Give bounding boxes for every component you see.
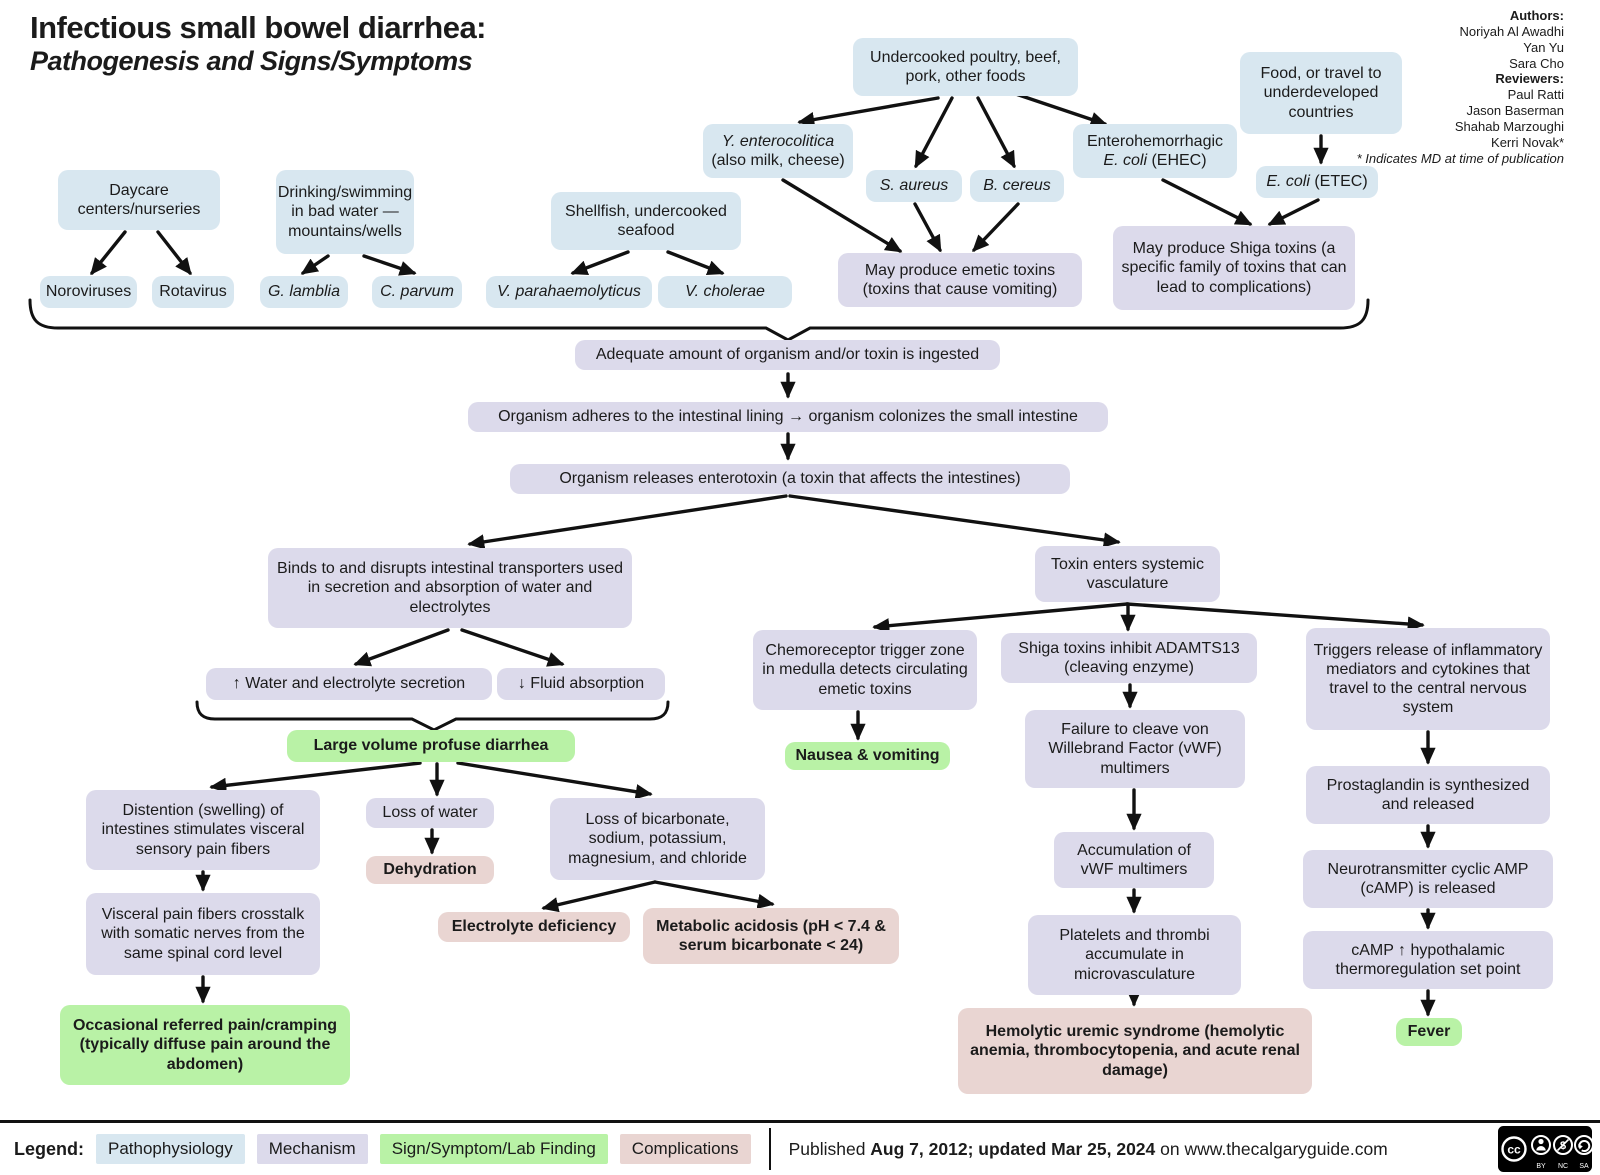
author: Noriyah Al Awadhi: [1459, 23, 1564, 39]
svg-text:BY: BY: [1536, 1163, 1546, 1170]
md-note: * Indicates MD at time of publication: [1356, 150, 1564, 166]
reviewer: Jason Baserman: [1466, 103, 1564, 119]
node-visceral-crosstalk: Visceral pain fibers crosstalk with soma…: [86, 893, 320, 975]
node-shiga-toxins: May produce Shiga toxins (a specific fam…: [1113, 226, 1355, 310]
node-noroviruses: Noroviruses: [40, 276, 137, 308]
node-fluid-absorption: ↓ Fluid absorption: [497, 668, 665, 700]
node-v-cholerae: V. cholerae: [658, 276, 792, 308]
node-nausea-vomiting: Nausea & vomiting: [785, 742, 950, 770]
credits-block: Authors: Noriyah Al Awadhi Yan Yu Sara C…: [1344, 8, 1564, 167]
node-chemoreceptor: Chemoreceptor trigger zone in medulla de…: [753, 630, 977, 710]
node-adheres-colonizes: Organism adheres to the intestinal linin…: [468, 402, 1108, 432]
node-camp-released: Neurotransmitter cyclic AMP (cAMP) is re…: [1303, 850, 1553, 908]
published-line: Published Aug 7, 2012; updated Mar 25, 2…: [788, 1138, 1388, 1159]
node-v-parahaemolyticus: V. parahaemolyticus: [486, 276, 652, 308]
legend-bar: Legend: Pathophysiology Mechanism Sign/S…: [0, 1120, 1600, 1175]
node-hemolytic-uremic-syndrome: Hemolytic uremic syndrome (hemolytic ane…: [958, 1008, 1312, 1094]
node-toxin-vasculature: Toxin enters systemic vasculature: [1035, 546, 1220, 602]
node-water-secretion: ↑ Water and electrolyte secretion: [206, 668, 492, 700]
node-loss-bicarbonate: Loss of bicarbonate, sodium, potassium, …: [550, 798, 765, 880]
node-s-aureus: S. aureus: [866, 170, 962, 202]
node-binds-transporters: Binds to and disrupts intestinal transpo…: [268, 548, 632, 628]
node-shellfish: Shellfish, undercooked seafood: [551, 192, 741, 250]
node-adequate-ingested: Adequate amount of organism and/or toxin…: [575, 340, 1000, 370]
node-y-enterocolitica: Y. enterocolitica (also milk, cheese): [703, 124, 853, 178]
node-distention: Distention (swelling) of intestines stim…: [86, 790, 320, 870]
legend-label: Legend:: [14, 1138, 84, 1159]
node-etec: E. coli (ETEC): [1256, 166, 1378, 198]
node-c-parvum: C. parvum: [372, 276, 462, 308]
legend-item-pathophysiology: Pathophysiology: [96, 1134, 245, 1164]
reviewers-label: Reviewers:: [1495, 71, 1564, 87]
author: Yan Yu: [1523, 39, 1564, 55]
cc-license-icon: cc BY $ NC SA: [1498, 1126, 1592, 1172]
node-camp-setpoint: cAMP ↑ hypothalamic thermoregulation set…: [1303, 931, 1553, 989]
node-loss-of-water: Loss of water: [366, 798, 494, 828]
authors-label: Authors:: [1509, 8, 1564, 23]
title-line1: Infectious small bowel diarrhea:: [30, 10, 487, 45]
legend-item-complications: Complications: [619, 1134, 751, 1164]
author: Sara Cho: [1509, 55, 1564, 71]
brace-secretion: [195, 700, 670, 732]
node-bad-water: Drinking/swimming in bad water — mountai…: [276, 170, 414, 254]
reviewer: Shahab Marzoughi: [1454, 119, 1564, 135]
node-prostaglandin: Prostaglandin is synthesized and release…: [1306, 766, 1550, 824]
reviewer: Paul Ratti: [1507, 87, 1564, 103]
page-title: Infectious small bowel diarrhea: Pathoge…: [30, 10, 487, 77]
node-referred-pain: Occasional referred pain/cramping (typic…: [60, 1005, 350, 1085]
node-ehec: Enterohemorrhagic E. coli (EHEC): [1073, 124, 1237, 178]
node-inflammatory-mediators: Triggers release of inflammatory mediato…: [1306, 628, 1550, 730]
node-dehydration: Dehydration: [366, 856, 494, 884]
node-electrolyte-deficiency: Electrolyte deficiency: [438, 912, 630, 942]
reviewer: Kerri Novak*: [1491, 134, 1564, 150]
node-daycare: Daycare centers/nurseries: [58, 170, 220, 230]
node-releases-enterotoxin: Organism releases enterotoxin (a toxin t…: [510, 464, 1070, 494]
legend-item-mechanism: Mechanism: [256, 1134, 368, 1164]
svg-text:cc: cc: [1507, 1143, 1521, 1157]
svg-text:NC: NC: [1558, 1163, 1568, 1170]
node-b-cereus: B. cereus: [970, 170, 1064, 202]
legend-item-sign-symptom: Sign/Symptom/Lab Finding: [379, 1134, 608, 1164]
node-platelets-thrombi: Platelets and thrombi accumulate in micr…: [1028, 915, 1241, 995]
node-rotavirus: Rotavirus: [152, 276, 234, 308]
node-failure-cleave-vwf: Failure to cleave von Willebrand Factor …: [1025, 710, 1245, 788]
node-profuse-diarrhea: Large volume profuse diarrhea: [287, 730, 575, 762]
node-metabolic-acidosis: Metabolic acidosis (pH < 7.4 & serum bic…: [643, 908, 899, 964]
node-food-travel: Food, or travel to underdeveloped countr…: [1240, 52, 1402, 134]
node-undercooked-poultry: Undercooked poultry, beef, pork, other f…: [853, 38, 1078, 96]
legend-divider: [768, 1128, 771, 1170]
svg-text:SA: SA: [1579, 1163, 1589, 1170]
node-vwf-accumulation: Accumulation of vWF multimers: [1054, 832, 1214, 888]
title-line2: Pathogenesis and Signs/Symptoms: [30, 45, 473, 76]
node-g-lamblia: G. lamblia: [260, 276, 348, 308]
node-shiga-adamts13: Shiga toxins inhibit ADAMTS13 (cleaving …: [1001, 633, 1257, 683]
node-fever: Fever: [1396, 1018, 1462, 1046]
node-emetic-toxins: May produce emetic toxins (toxins that c…: [838, 253, 1082, 307]
